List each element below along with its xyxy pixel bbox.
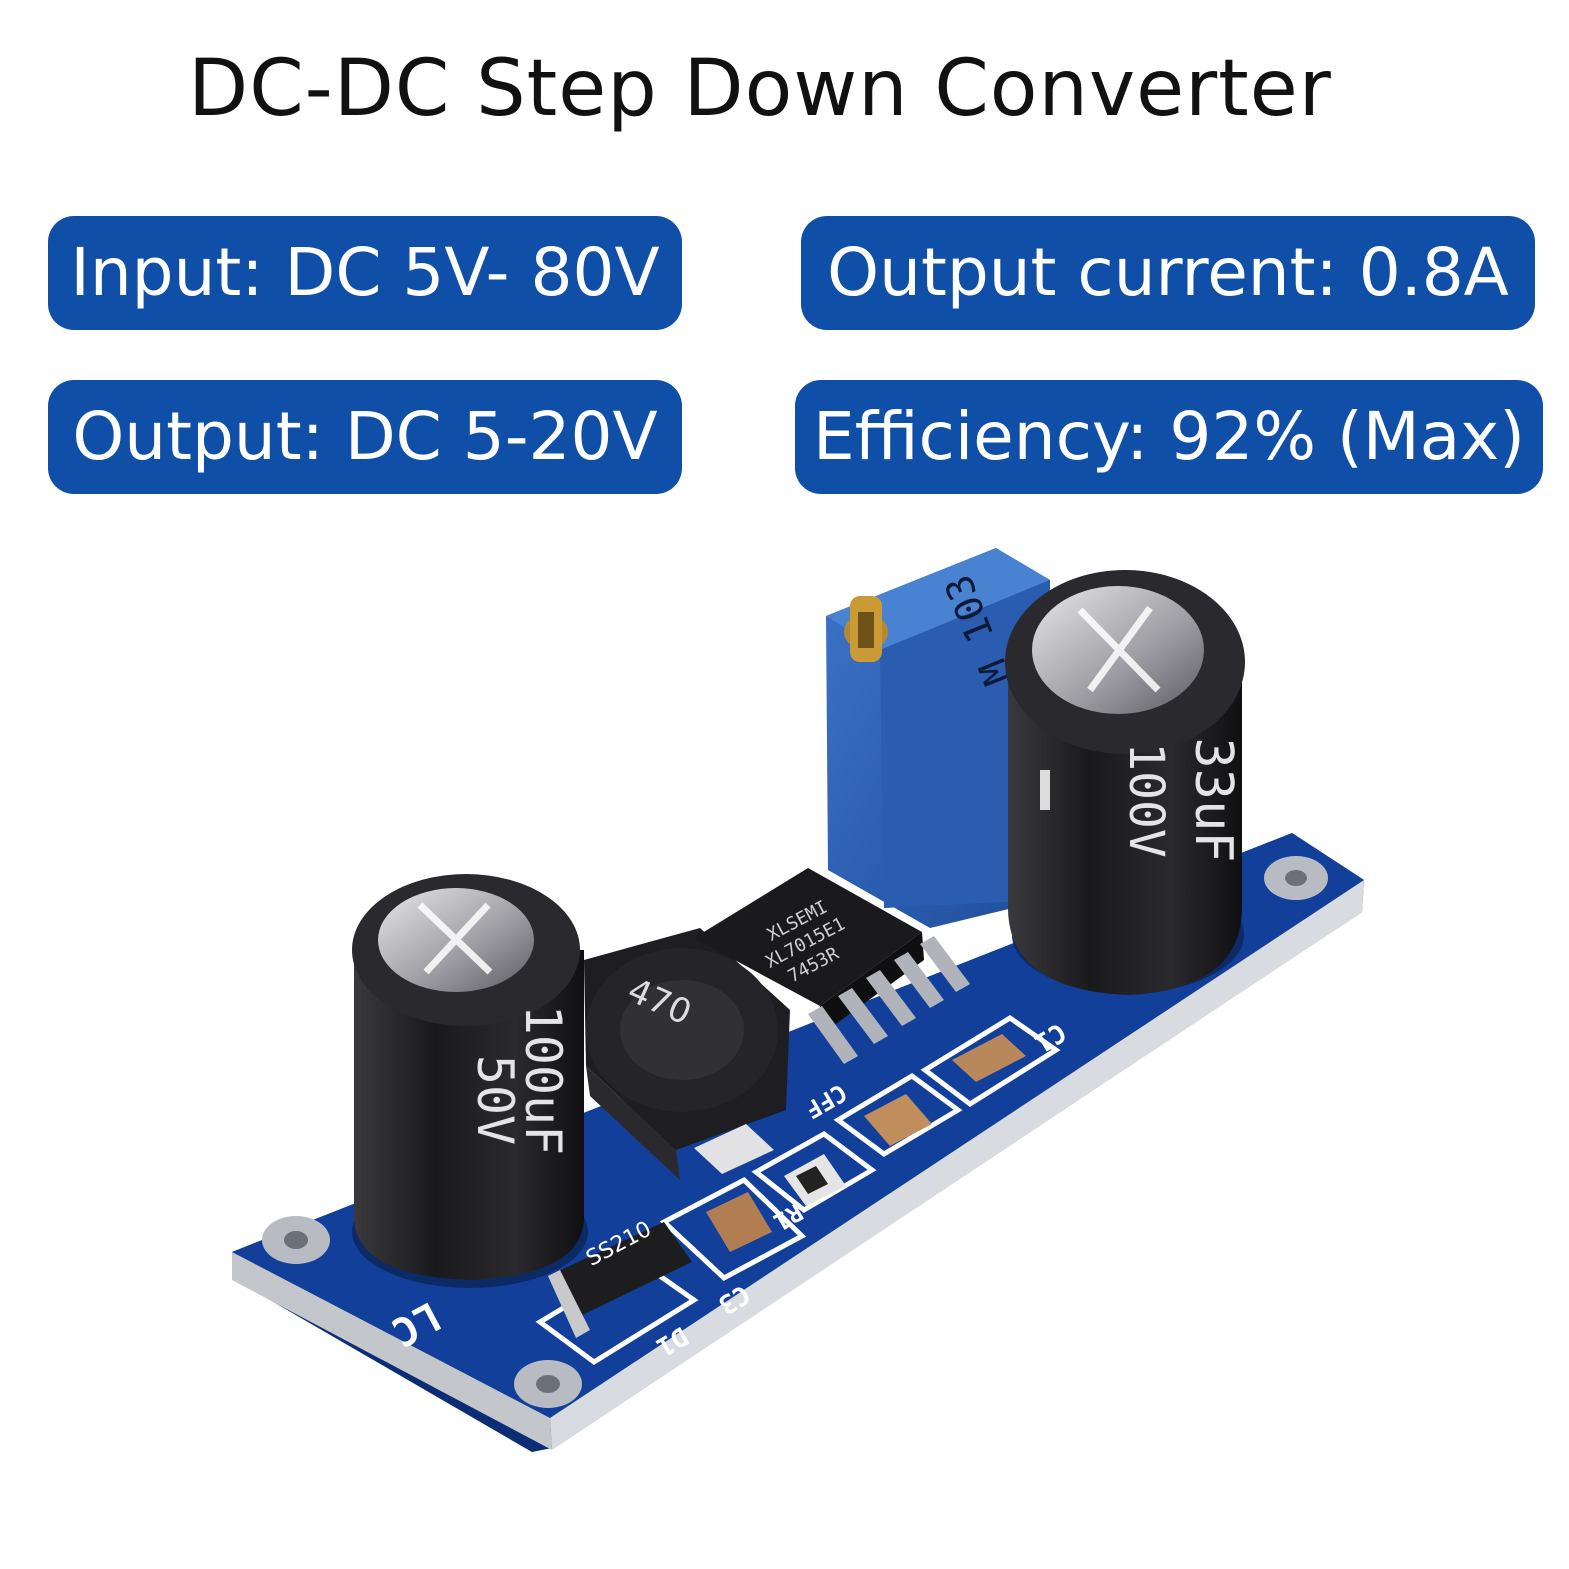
page-title: DC-DC Step Down Converter <box>188 44 1332 134</box>
chip-pins <box>808 936 970 1064</box>
spec-badge-output-current: Output current: 0.8A <box>801 216 1535 330</box>
cap-left-voltage: 50V <box>466 1055 524 1145</box>
spec-badge-output: Output: DC 5-20V <box>48 380 682 494</box>
product-photo: SS210 470 XLSEMI XL7015E1 7453R <box>0 520 1569 1569</box>
cap-right-voltage: 100V <box>1118 742 1174 858</box>
spec-badge-input: Input: DC 5V- 80V <box>48 216 682 330</box>
inductor-470: 470 <box>584 928 790 1180</box>
mounting-pads <box>262 856 1328 1408</box>
cap-left-value: 100uF <box>514 1005 572 1156</box>
regulator-chip: XLSEMI XL7015E1 7453R <box>694 868 970 1064</box>
capacitor-left-100uf: 100uF 50V <box>352 874 588 1288</box>
converter-board-illustration: SS210 470 XLSEMI XL7015E1 7453R <box>232 548 1364 1452</box>
smd-components <box>706 1034 1026 1252</box>
cap-right-value: 33uF <box>1183 737 1243 862</box>
capacitor-right-33uf: 33uF 100V <box>1005 570 1245 995</box>
spec-badge-efficiency: Efficiency: 92% (Max) <box>795 380 1543 494</box>
